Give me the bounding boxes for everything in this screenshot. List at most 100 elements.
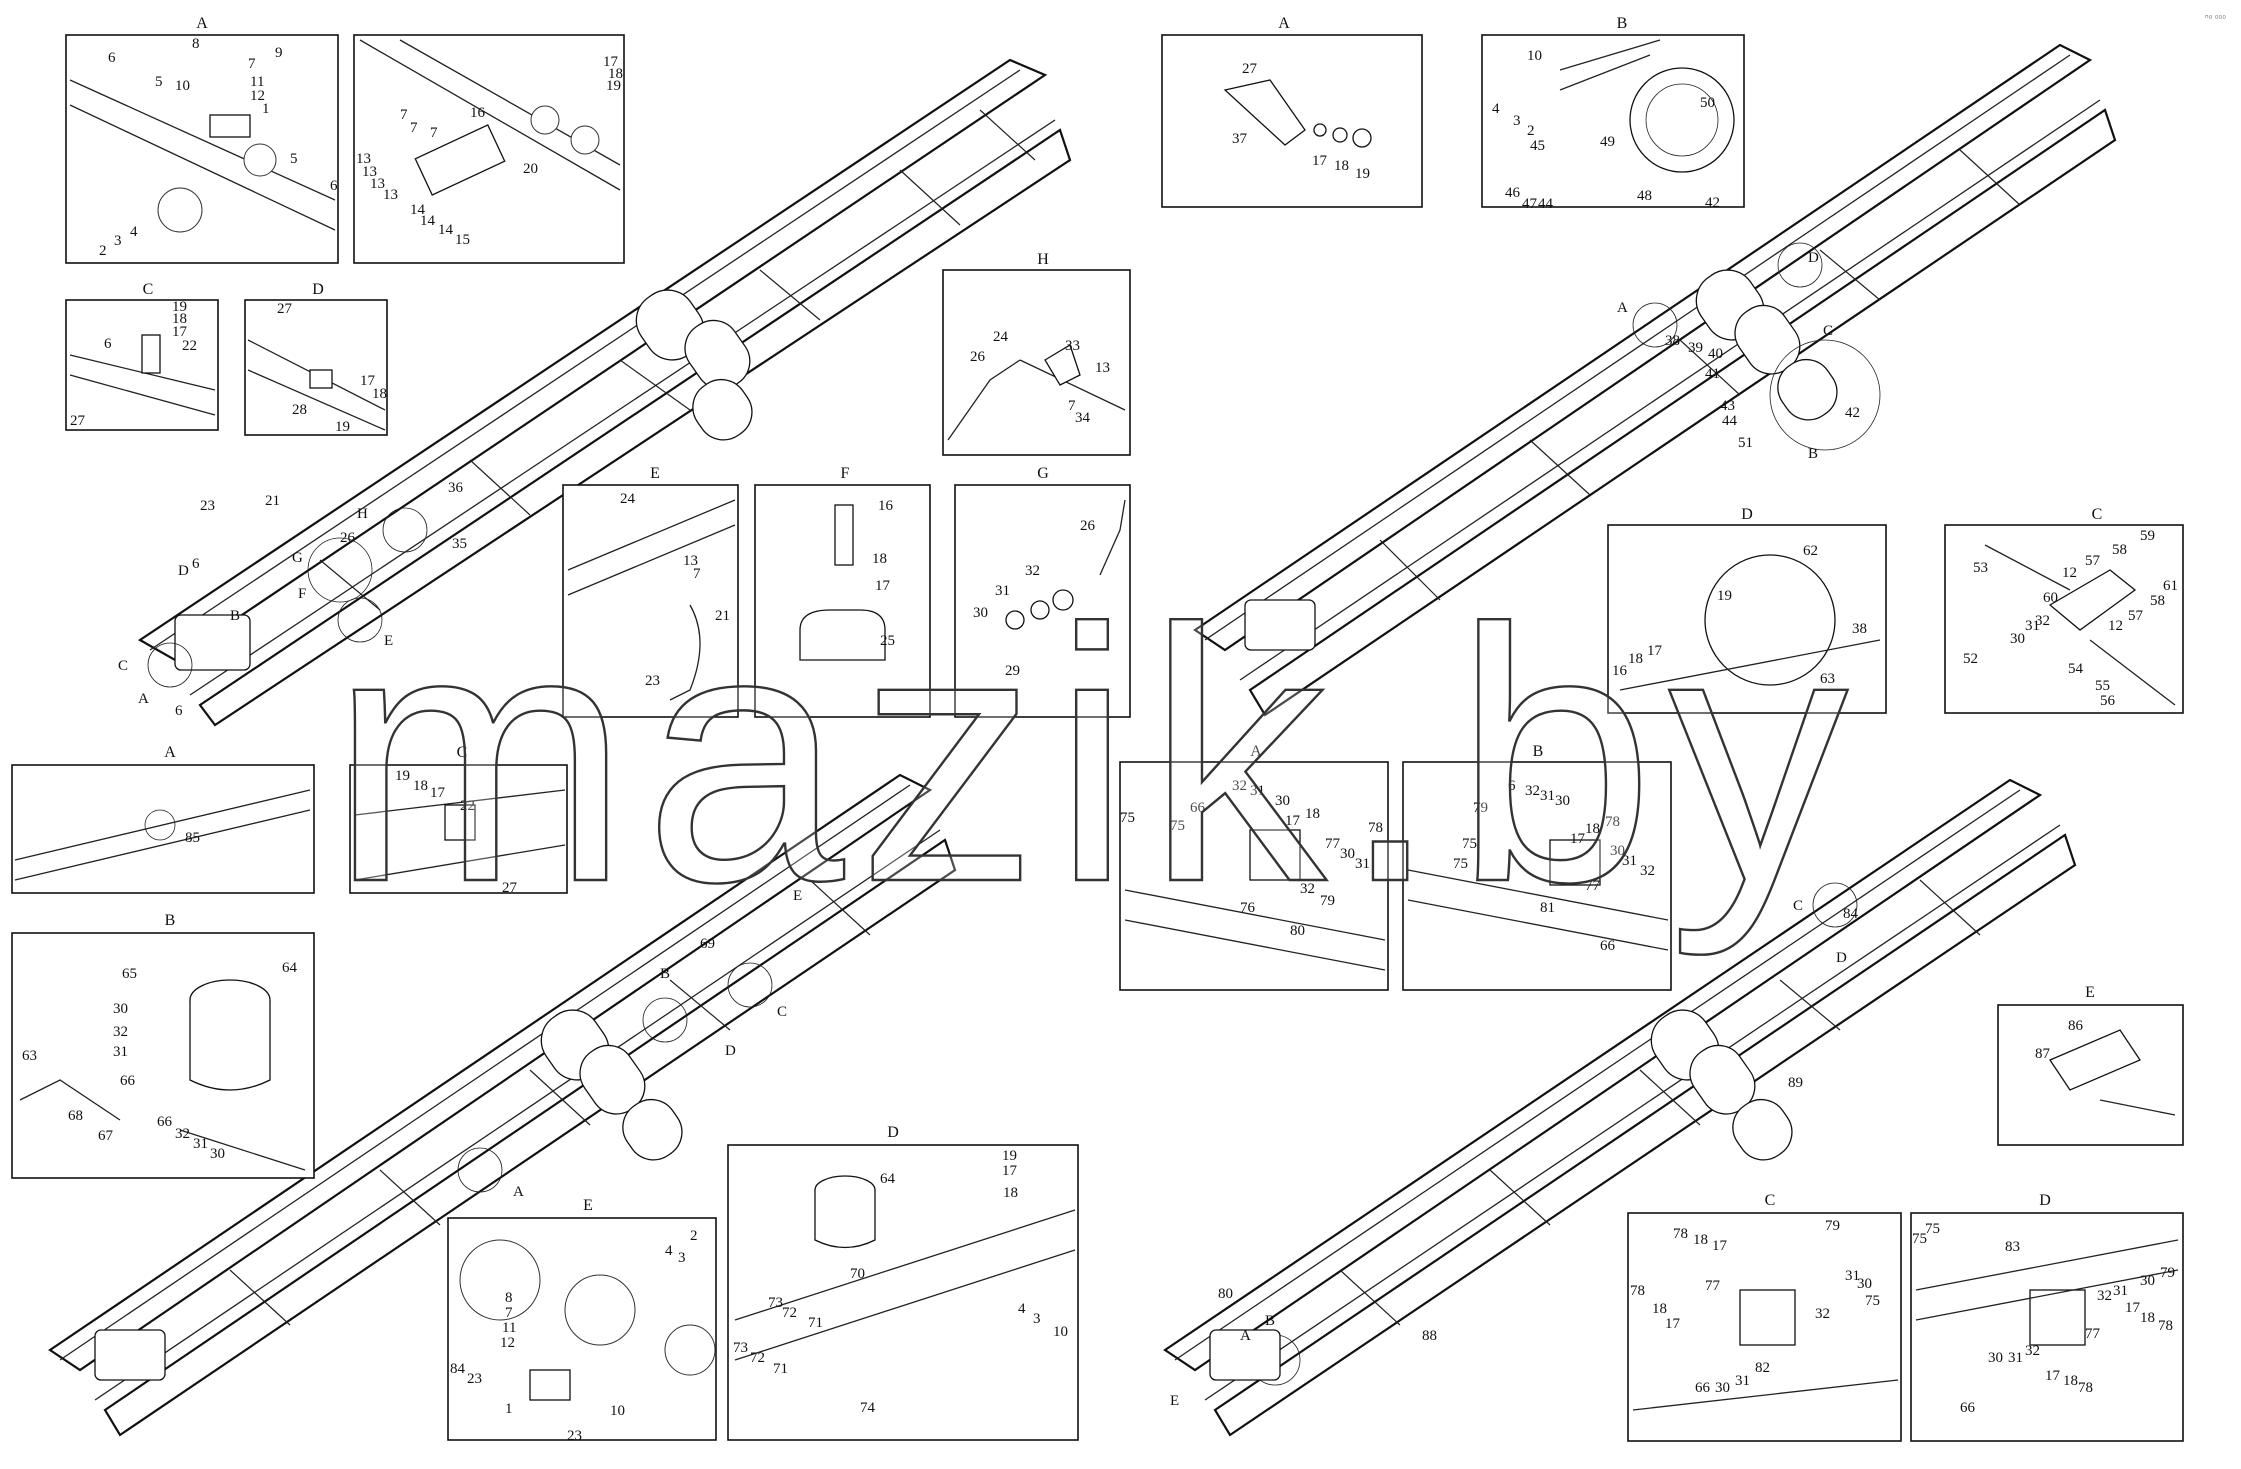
- bc-D-label-14: 74: [860, 1400, 876, 1416]
- mid-H-label-2: 26: [970, 349, 986, 365]
- bc-D-label-3: 18: [1003, 1185, 1018, 1201]
- mid-G-label-2: 31: [995, 583, 1010, 599]
- panel-bl-A: A 85: [11, 744, 315, 894]
- br-C-label-10: 75: [1865, 1293, 1880, 1309]
- tl-A2-label-7: 13: [362, 164, 377, 180]
- mc-A-label-0: 66: [1190, 800, 1206, 816]
- br-C-label-15: 31: [1735, 1373, 1750, 1389]
- tl-A-label-0: 8: [192, 36, 200, 52]
- tl-A2-label-15: 15: [455, 232, 470, 248]
- tl-D-label-2: 17: [360, 373, 376, 389]
- tl-A2-label-10: 7: [430, 125, 438, 141]
- tr-B-label-2: 3: [1513, 113, 1521, 129]
- mid-H-label-1: 33: [1065, 338, 1080, 354]
- mr-C-label-10: 30: [2010, 631, 2025, 647]
- bl-B-label-4: 31: [113, 1044, 128, 1060]
- panel-mr-C-title: C: [2092, 506, 2103, 523]
- panel-mc-A-title: A: [1250, 743, 1262, 760]
- frame1-label-8: 6: [192, 556, 200, 572]
- mc-B-label-3: 31: [1540, 788, 1555, 804]
- br-D-label-10: 77: [2085, 1326, 2101, 1342]
- bc-E-label-4: 7: [505, 1305, 513, 1321]
- mid-E-label-0: 24: [620, 491, 636, 507]
- panel-bl-B: B 65 64 30 32 31 66 63 68 67 66 32 31 30: [11, 912, 315, 1179]
- mr-D-label-5: 16: [1612, 663, 1628, 679]
- panel-bl-A-title: A: [164, 744, 176, 761]
- tr-A-label-4: 19: [1355, 166, 1370, 182]
- panel-mid-H: H 24 33 26 13 7 34: [942, 251, 1131, 456]
- frame-top-right: A 38 39 40 41 43 44 D C 42 51 B: [1193, 43, 2117, 717]
- br-D-label-4: 30: [2140, 1273, 2155, 1289]
- br-C-label-6: 18: [1652, 1301, 1667, 1317]
- mid-F-label-1: 18: [872, 551, 887, 567]
- br-D-label-11: 32: [2025, 1343, 2040, 1359]
- br-C-label-5: 78: [1630, 1283, 1645, 1299]
- tl-C-label-0: 19: [172, 299, 187, 315]
- mr-D-label-4: 17: [1647, 643, 1663, 659]
- tl-A2-label-11: 20: [523, 161, 538, 177]
- bc-D-label-13: 10: [1053, 1324, 1068, 1340]
- br-C-label-4: 77: [1705, 1278, 1721, 1294]
- frame2-label-9: 42: [1845, 405, 1860, 421]
- panel-mid-F: F 16 18 17 25: [754, 465, 931, 718]
- tl-A2-label-5: 7: [410, 120, 418, 136]
- mr-C-label-9: 31: [2025, 618, 2040, 634]
- frame1-label-6: G: [292, 550, 303, 566]
- br-C-label-11: 32: [1815, 1306, 1830, 1322]
- frame4-label-7: E: [1170, 1393, 1179, 1409]
- mc-B-label-13: 81: [1540, 900, 1555, 916]
- mc-B-label-9: 78: [1605, 814, 1620, 830]
- mc-B-label-11: 31: [1622, 853, 1637, 869]
- tl-C-label-2: 17: [172, 324, 188, 340]
- panel-tl-A: A 8 9 6 5 7 10 11 12 1 5 6 4 3 2: [65, 15, 339, 264]
- mr-C-label-14: 54: [2068, 661, 2084, 677]
- frame2-label-7: D: [1808, 250, 1819, 266]
- mr-C-label-8: 32: [2035, 613, 2050, 629]
- bl-B-label-9: 66: [157, 1114, 173, 1130]
- mc-A-label-15: 80: [1290, 923, 1305, 939]
- panel-bc-E-title: E: [583, 1197, 593, 1214]
- tr-B-label-7: 46: [1505, 185, 1521, 201]
- frame-top-left: 23 21 36 26 H 35 G D 6 F E C B A 6: [118, 58, 1072, 727]
- mr-C-label-2: 58: [2112, 542, 2127, 558]
- frame-bottom-left: E 69 B C D A: [48, 773, 957, 1437]
- panel-tl-C-title: C: [143, 281, 154, 298]
- bc-E-label-5: 11: [502, 1320, 516, 1336]
- panel-br-E-title: E: [2085, 984, 2095, 1001]
- bl-B-label-5: 66: [120, 1073, 136, 1089]
- mc-B-label-1: 6: [1508, 778, 1516, 794]
- br-D-label-17: 78: [2078, 1380, 2093, 1396]
- bl-C-label-2: 17: [430, 785, 446, 801]
- bc-E-label-3: 8: [505, 1290, 513, 1306]
- panel-bc-D: D 64 19 17 18 70 73 72 71 73 72 71 4 3 1…: [727, 1124, 1079, 1441]
- mc-A-label-6: 17: [1285, 813, 1301, 829]
- mr-C-label-1: 59: [2140, 528, 2155, 544]
- frame3-label-4: D: [725, 1043, 736, 1059]
- corner-mark: ₙ₀ ₀₀₀: [2205, 10, 2226, 20]
- frame1-label-11: C: [118, 658, 128, 674]
- tl-A-label-2: 6: [108, 50, 116, 66]
- tl-D-label-0: 27: [277, 301, 293, 317]
- bc-E-label-1: 4: [665, 1243, 673, 1259]
- bl-B-label-3: 32: [113, 1024, 128, 1040]
- mc-A-label-9: 76: [1240, 900, 1256, 916]
- mr-D-label-1: 19: [1717, 588, 1732, 604]
- mc-B-label-5: 75: [1462, 836, 1477, 852]
- mc-A-label-14: 79: [1320, 893, 1335, 909]
- frame3-label-5: A: [513, 1184, 524, 1200]
- mc-A-label-4: 75: [1120, 810, 1135, 826]
- br-D-label-6: 31: [2113, 1283, 2128, 1299]
- tl-A-label-12: 3: [114, 233, 122, 249]
- mc-A-label-8: 78: [1368, 820, 1383, 836]
- panel-tl-A2: 17 18 19 7 16 7 13 13 13 13 7 20 14 14 1…: [353, 34, 625, 264]
- panel-mid-F-title: F: [841, 465, 850, 482]
- tr-B-label-9: 44: [1538, 196, 1554, 212]
- tl-A2-label-2: 19: [606, 78, 621, 94]
- br-D-label-13: 30: [1988, 1350, 2003, 1366]
- tr-B-label-6: 49: [1600, 134, 1615, 150]
- bc-D-label-7: 71: [808, 1315, 823, 1331]
- panel-mc-B-title: B: [1533, 743, 1544, 760]
- frame2-label-5: 43: [1720, 398, 1735, 414]
- panel-bl-C-title: C: [457, 744, 468, 761]
